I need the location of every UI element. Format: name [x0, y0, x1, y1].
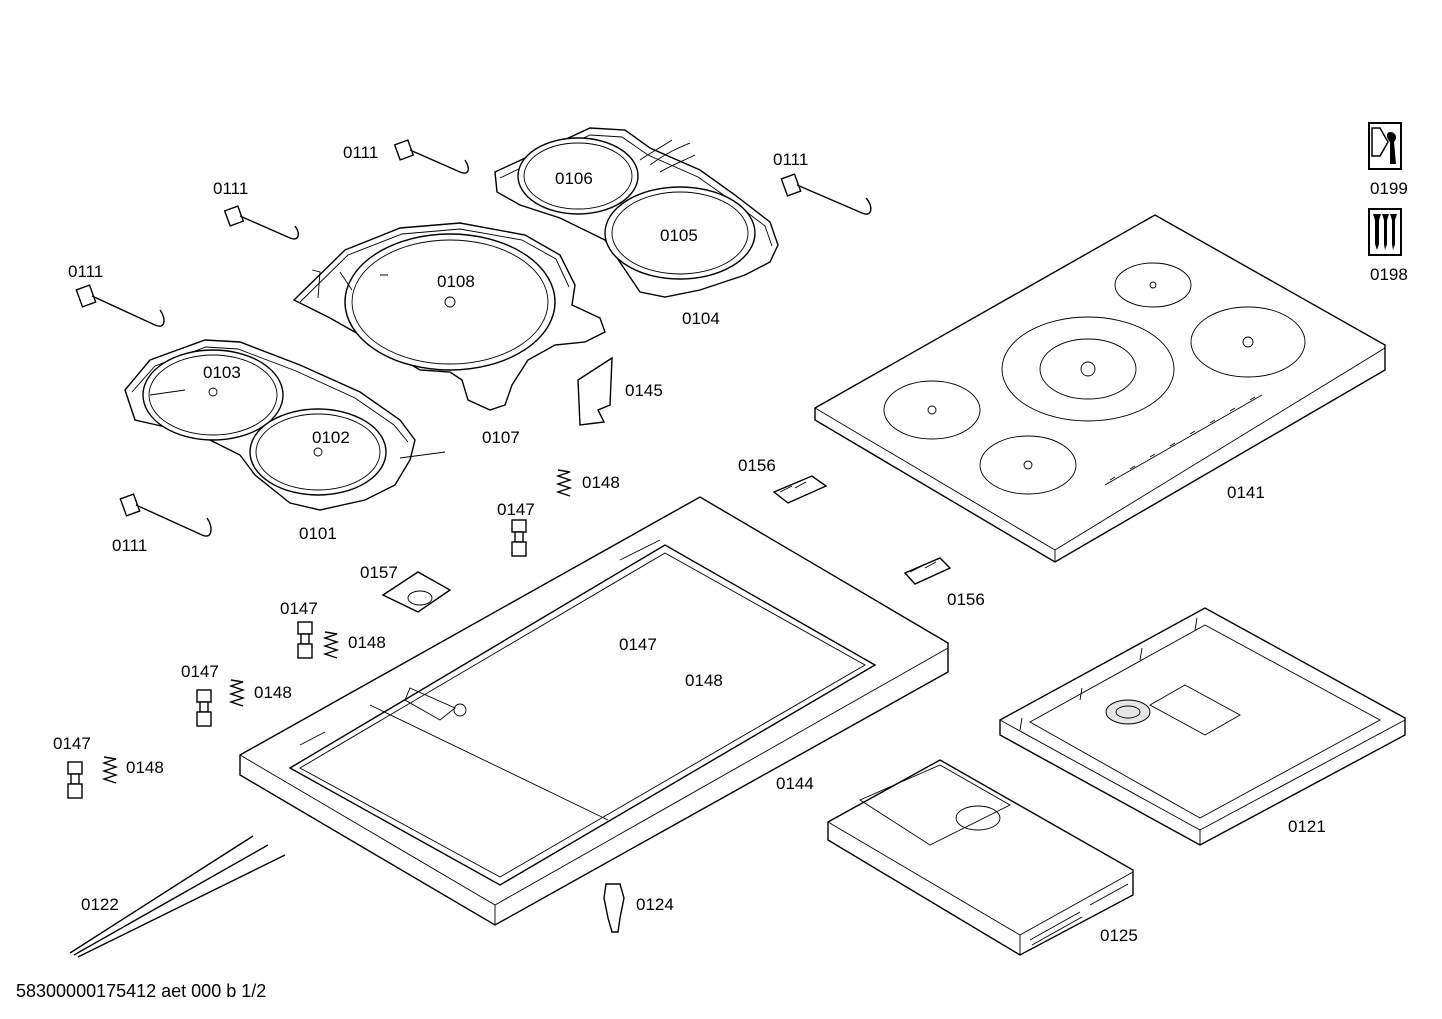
label-0111-right: 0111 — [773, 150, 809, 169]
frame-0144 — [239, 496, 949, 926]
label-0122: 0122 — [81, 895, 119, 914]
label-0105: 0105 — [660, 226, 698, 245]
label-0147-d: 0147 — [619, 635, 657, 654]
label-0198: 0198 — [1370, 265, 1408, 284]
label-0144: 0144 — [776, 774, 814, 793]
cable-0122 — [69, 835, 286, 958]
label-0111-upper-left: 0111 — [213, 179, 249, 198]
label-0147-top: 0147 — [497, 500, 535, 519]
shield-0145 — [577, 356, 613, 426]
label-0148-d: 0148 — [685, 671, 723, 690]
bottom-housing-0121 — [999, 607, 1406, 846]
electronics-carrier-0125 — [827, 759, 1134, 956]
label-0108: 0108 — [437, 272, 475, 291]
foot-0147-b — [196, 689, 212, 727]
label-0199: 0199 — [1370, 179, 1408, 198]
label-0103: 0103 — [203, 363, 241, 382]
document-code: 58300000175412 aet 000 b 1/2 — [16, 981, 267, 1001]
label-0111-bottom: 0111 — [112, 536, 148, 555]
clip-0156-top — [772, 475, 828, 504]
bracket-0157 — [381, 571, 452, 613]
label-0148-top: 0148 — [582, 473, 620, 492]
label-0104: 0104 — [682, 309, 720, 328]
label-0156-bottom: 0156 — [947, 590, 985, 609]
sensor-0111-bottom — [119, 493, 212, 537]
label-0141: 0141 — [1227, 483, 1265, 502]
label-0147-a: 0147 — [280, 599, 318, 618]
label-0111-left: 0111 — [68, 262, 104, 281]
label-0147-b: 0147 — [181, 662, 219, 681]
label-0157: 0157 — [360, 563, 398, 582]
label-0148-c: 0148 — [126, 758, 164, 777]
label-0148-b: 0148 — [254, 683, 292, 702]
sensor-0111-top — [393, 139, 469, 174]
hob-glass-0141 — [814, 214, 1386, 563]
label-0124: 0124 — [636, 895, 674, 914]
label-0145: 0145 — [625, 381, 663, 400]
sensor-0111-left — [75, 284, 165, 327]
coil-carrier-0107 — [292, 222, 606, 411]
foot-0147-top — [511, 519, 527, 557]
label-0156-top: 0156 — [738, 456, 776, 475]
label-0125: 0125 — [1100, 926, 1138, 945]
screws-icon — [1368, 208, 1402, 256]
coil-carrier-0101 — [124, 339, 446, 511]
label-0111-top: 0111 — [343, 143, 379, 162]
spacer-0124 — [603, 883, 625, 933]
label-0106: 0106 — [555, 169, 593, 188]
spring-0148-b — [228, 679, 246, 707]
foot-0147-c — [67, 761, 83, 799]
spring-0148-a — [322, 631, 340, 659]
coil-carrier-0104 — [494, 127, 779, 298]
label-0121: 0121 — [1288, 817, 1326, 836]
label-0101: 0101 — [299, 524, 337, 543]
sensor-0111-upper-left — [223, 205, 299, 240]
spring-0148-c — [101, 756, 119, 784]
clip-0156-bottom — [903, 557, 952, 585]
wrench-icon — [1368, 122, 1402, 170]
sensor-0111-right — [780, 173, 872, 215]
foot-0147-a — [297, 621, 313, 659]
spring-0148-top — [555, 469, 573, 497]
label-0147-c: 0147 — [53, 734, 91, 753]
label-0102: 0102 — [312, 428, 350, 447]
label-0107: 0107 — [482, 428, 520, 447]
label-0148-a: 0148 — [348, 633, 386, 652]
